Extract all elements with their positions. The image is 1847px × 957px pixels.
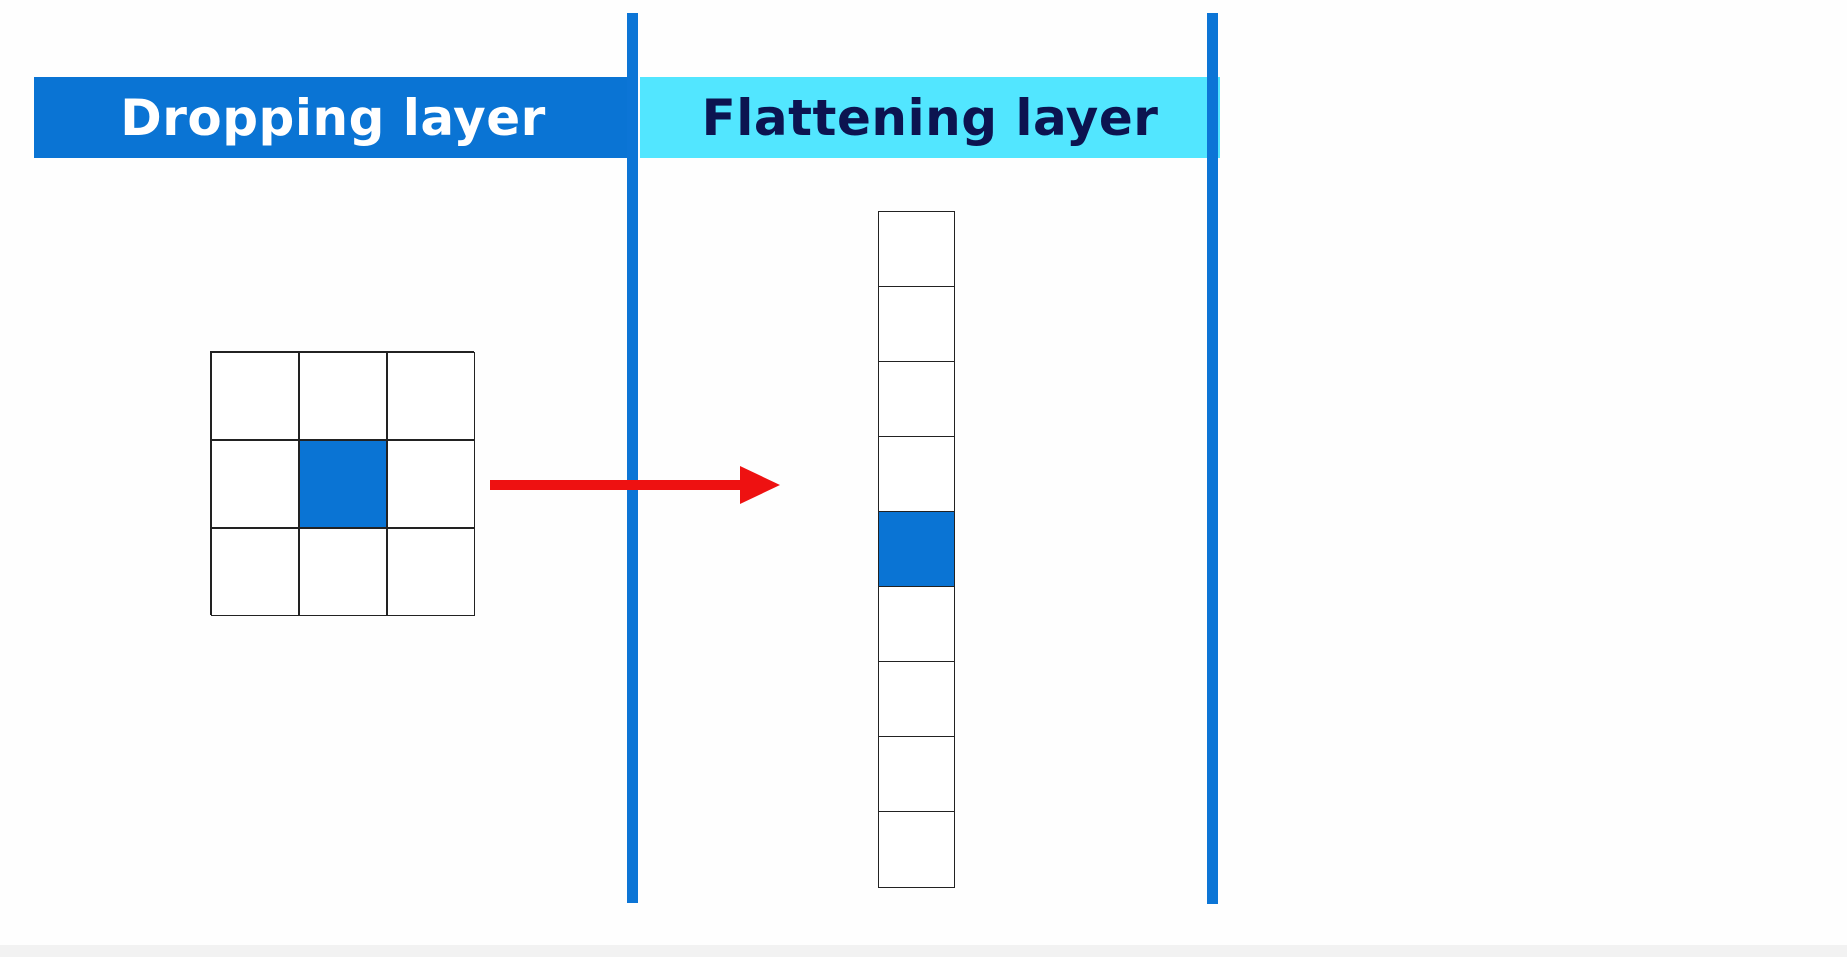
vector-cell-active [879, 512, 954, 587]
dropping-layer-title: Dropping layer [120, 88, 546, 147]
input-feature-grid [210, 351, 475, 616]
vector-cell [879, 587, 954, 662]
dropping-layer-header: Dropping layer [34, 77, 632, 158]
flattened-vector [878, 211, 955, 888]
grid-cell [299, 352, 387, 440]
grid-cell-active [299, 440, 387, 528]
vector-cell [879, 287, 954, 362]
grid-cell [211, 528, 299, 616]
vector-cell [879, 662, 954, 737]
grid-cell [387, 528, 475, 616]
layer-divider-right [1207, 13, 1218, 904]
flattening-layer-header: Flattening layer [640, 77, 1220, 158]
right-arrow-icon [490, 466, 780, 504]
vector-cell [879, 212, 954, 287]
flattening-layer-title: Flattening layer [701, 88, 1159, 147]
vector-cell [879, 362, 954, 437]
vector-cell [879, 812, 954, 887]
bottom-strip [0, 945, 1847, 957]
layer-divider-left [627, 13, 638, 903]
grid-cell [387, 440, 475, 528]
grid-cell [299, 528, 387, 616]
vector-cell [879, 437, 954, 512]
grid-cell [211, 440, 299, 528]
grid-cell [387, 352, 475, 440]
grid-cell [211, 352, 299, 440]
vector-cell [879, 737, 954, 812]
